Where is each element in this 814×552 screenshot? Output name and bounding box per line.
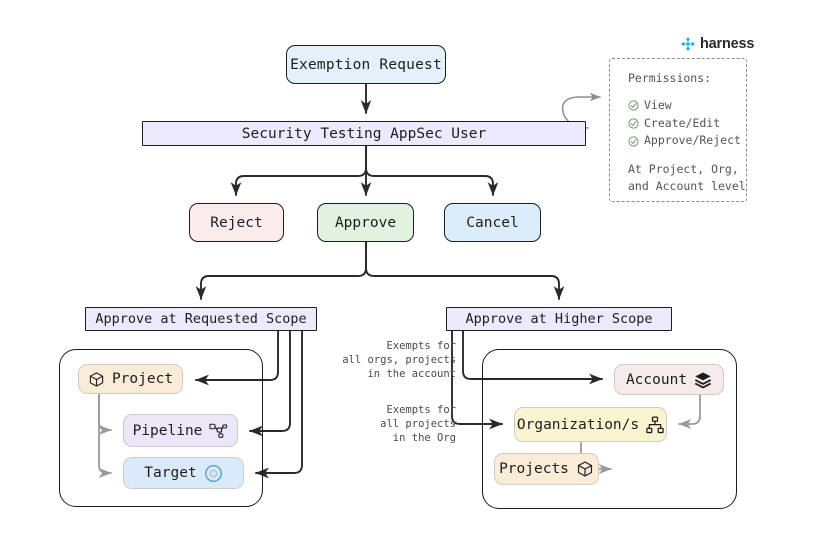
node-label: Pipeline xyxy=(132,422,203,439)
check-circle-icon xyxy=(628,118,639,129)
node-label: Reject xyxy=(210,214,263,231)
permission-item-view: View xyxy=(628,97,746,115)
node-security-testing-appsec-user[interactable]: Security Testing AppSec User xyxy=(142,121,586,146)
node-label: Exemption Request xyxy=(290,56,442,73)
node-projects[interactable]: Projects xyxy=(494,453,599,485)
permissions-footer: At Project, Org, and Account level xyxy=(628,161,746,194)
node-account[interactable]: Account xyxy=(614,364,724,395)
permission-item-create-edit: Create/Edit xyxy=(628,115,746,133)
node-organizations[interactable]: Organization/s xyxy=(514,407,667,442)
check-circle-icon xyxy=(628,136,639,147)
target-icon xyxy=(204,464,223,483)
node-label: Account xyxy=(625,371,688,388)
node-label: Approve at Requested Scope xyxy=(95,311,307,327)
higher-scope-group xyxy=(482,349,737,509)
node-label: Approve xyxy=(334,214,397,231)
requested-scope-group xyxy=(59,349,263,507)
node-approve-at-requested-scope[interactable]: Approve at Requested Scope xyxy=(85,307,317,331)
harness-diamond-logo-icon xyxy=(680,36,696,52)
node-label: Approve at Higher Scope xyxy=(465,311,653,327)
pipeline-icon xyxy=(209,423,228,439)
layers-icon xyxy=(694,371,712,389)
permissions-footer-line2: and Account level xyxy=(628,178,746,193)
cube-icon xyxy=(88,371,105,388)
annotation-org-exempts: Exempts for all projects in the Org xyxy=(380,404,456,445)
node-label: Projects xyxy=(499,461,569,477)
node-reject[interactable]: Reject xyxy=(189,203,284,242)
cube-icon xyxy=(576,460,594,478)
node-approve-at-higher-scope[interactable]: Approve at Higher Scope xyxy=(446,307,672,331)
node-target[interactable]: Target xyxy=(123,457,244,489)
permission-item-approve-reject: Approve/Reject xyxy=(628,132,746,150)
permissions-box: Permissions: View Create/Edit xyxy=(609,58,747,202)
node-cancel[interactable]: Cancel xyxy=(444,203,541,242)
permission-label: Approve/Reject xyxy=(644,133,741,148)
annotation-account-exempts: Exempts for all orgs, projects in the ac… xyxy=(342,340,456,381)
node-label: Target xyxy=(144,465,197,481)
node-label: Cancel xyxy=(466,214,519,231)
node-project[interactable]: Project xyxy=(78,364,183,394)
org-chart-icon xyxy=(646,415,664,434)
permissions-title: Permissions: xyxy=(628,71,712,85)
brand-name: harness xyxy=(700,36,755,52)
node-exemption-request[interactable]: Exemption Request xyxy=(286,45,446,84)
check-circle-icon xyxy=(628,100,639,111)
node-label: Organization/s xyxy=(516,416,640,433)
node-pipeline[interactable]: Pipeline xyxy=(123,414,238,447)
permission-label: View xyxy=(644,97,672,112)
node-label: Project xyxy=(111,371,174,387)
permissions-footer-line1: At Project, Org, xyxy=(628,162,739,177)
permission-label: Create/Edit xyxy=(644,115,721,130)
node-label: Security Testing AppSec User xyxy=(241,125,487,142)
brand-logo: harness xyxy=(680,36,754,52)
node-approve[interactable]: Approve xyxy=(317,203,414,242)
